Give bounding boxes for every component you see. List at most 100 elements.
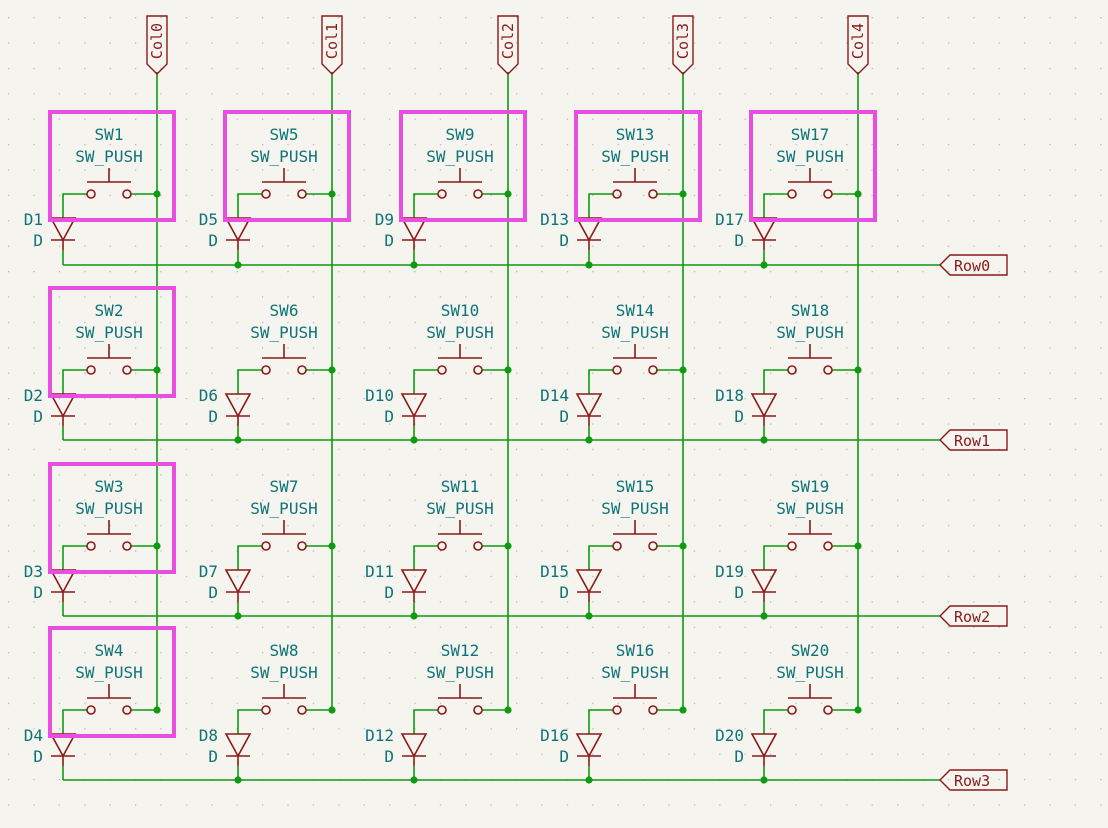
switch-contact[interactable] bbox=[122, 189, 132, 199]
diode-triangle[interactable] bbox=[400, 733, 428, 758]
switch-highlight-box[interactable] bbox=[48, 286, 176, 398]
switch-contact[interactable] bbox=[86, 541, 96, 551]
switch-to-diode-wire[interactable] bbox=[763, 193, 788, 218]
switch-contact[interactable] bbox=[648, 189, 658, 199]
switch-to-diode-wire[interactable] bbox=[413, 369, 438, 394]
switch-contact[interactable] bbox=[823, 705, 833, 715]
switch-highlight-box[interactable] bbox=[574, 110, 702, 222]
switch-contact[interactable] bbox=[86, 705, 96, 715]
switch-highlight-box[interactable] bbox=[749, 110, 877, 222]
switch-highlight-box[interactable] bbox=[399, 110, 527, 222]
switch-to-diode-wire[interactable] bbox=[413, 709, 438, 734]
switch-to-diode-wire[interactable] bbox=[413, 545, 438, 570]
switch-highlight-box[interactable] bbox=[48, 110, 176, 222]
switch-contact[interactable] bbox=[473, 189, 483, 199]
switch-contact[interactable] bbox=[437, 705, 447, 715]
switch-contact[interactable] bbox=[823, 541, 833, 551]
junction-dot bbox=[328, 706, 336, 714]
diode-triangle[interactable] bbox=[575, 393, 603, 418]
switch-contact[interactable] bbox=[297, 189, 307, 199]
switch-to-diode-wire[interactable] bbox=[763, 709, 788, 734]
switch-contact[interactable] bbox=[823, 365, 833, 375]
switch-value: SW_PUSH bbox=[426, 499, 493, 518]
switch-contact[interactable] bbox=[437, 541, 447, 551]
switch-contact[interactable] bbox=[437, 365, 447, 375]
diode-reference: D4 bbox=[24, 726, 43, 745]
switch-to-diode-wire[interactable] bbox=[588, 545, 613, 570]
switch-contact[interactable] bbox=[261, 365, 271, 375]
switch-contact[interactable] bbox=[261, 189, 271, 199]
column-net-label[interactable]: Col3 bbox=[672, 15, 694, 75]
diode-triangle[interactable] bbox=[400, 569, 428, 594]
switch-contact[interactable] bbox=[122, 365, 132, 375]
diode-triangle[interactable] bbox=[575, 733, 603, 758]
switch-to-diode-wire[interactable] bbox=[237, 545, 262, 570]
row-net-label[interactable]: Row1 bbox=[939, 429, 1008, 451]
switch-contact[interactable] bbox=[86, 365, 96, 375]
switch-contact[interactable] bbox=[297, 541, 307, 551]
switch-to-diode-wire[interactable] bbox=[237, 193, 262, 218]
switch-contact[interactable] bbox=[787, 705, 797, 715]
switch-to-diode-wire[interactable] bbox=[62, 545, 87, 570]
switch-contact[interactable] bbox=[612, 365, 622, 375]
switch-to-diode-wire[interactable] bbox=[413, 193, 438, 218]
switch-to-diode-wire[interactable] bbox=[62, 369, 87, 394]
switch-to-diode-wire[interactable] bbox=[237, 369, 262, 394]
row-net-label[interactable]: Row3 bbox=[939, 769, 1008, 791]
diode-triangle[interactable] bbox=[750, 733, 778, 758]
diode-triangle[interactable] bbox=[750, 393, 778, 418]
diode-triangle[interactable] bbox=[224, 569, 252, 594]
switch-to-diode-wire[interactable] bbox=[62, 709, 87, 734]
switch-contact[interactable] bbox=[648, 365, 658, 375]
row-net-label[interactable]: Row0 bbox=[939, 254, 1008, 276]
switch-contact[interactable] bbox=[297, 365, 307, 375]
diode-triangle[interactable] bbox=[400, 393, 428, 418]
diode-triangle[interactable] bbox=[750, 569, 778, 594]
junction-dot bbox=[854, 190, 862, 198]
switch-contact[interactable] bbox=[823, 189, 833, 199]
switch-contact[interactable] bbox=[473, 705, 483, 715]
switch-contact[interactable] bbox=[612, 541, 622, 551]
column-net-label[interactable]: Col2 bbox=[497, 15, 519, 75]
switch-to-diode-wire[interactable] bbox=[588, 193, 613, 218]
switch-contact[interactable] bbox=[612, 705, 622, 715]
column-net-label[interactable]: Col1 bbox=[321, 15, 343, 75]
junction-dot bbox=[760, 436, 768, 444]
switch-contact[interactable] bbox=[473, 541, 483, 551]
diode-triangle[interactable] bbox=[224, 733, 252, 758]
switch-to-diode-wire[interactable] bbox=[763, 545, 788, 570]
switch-contact[interactable] bbox=[86, 189, 96, 199]
switch-to-diode-wire[interactable] bbox=[763, 369, 788, 394]
switch-contact[interactable] bbox=[473, 365, 483, 375]
switch-highlight-box[interactable] bbox=[48, 462, 176, 574]
switch-contact[interactable] bbox=[122, 705, 132, 715]
switch-contact[interactable] bbox=[787, 189, 797, 199]
switch-contact[interactable] bbox=[297, 705, 307, 715]
switch-to-diode-wire[interactable] bbox=[588, 369, 613, 394]
switch-contact[interactable] bbox=[787, 365, 797, 375]
diode-triangle[interactable] bbox=[575, 569, 603, 594]
switch-to-diode-wire[interactable] bbox=[588, 709, 613, 734]
switch-to-diode-wire[interactable] bbox=[62, 193, 87, 218]
switch-contact[interactable] bbox=[787, 541, 797, 551]
diode-value: D bbox=[384, 747, 394, 766]
switch-highlight-box[interactable] bbox=[48, 626, 176, 738]
switch-contact[interactable] bbox=[648, 705, 658, 715]
switch-to-diode-wire[interactable] bbox=[237, 709, 262, 734]
switch-highlight-box[interactable] bbox=[223, 110, 351, 222]
column-net-label[interactable]: Col0 bbox=[146, 15, 168, 75]
row-label-text: Row3 bbox=[954, 772, 990, 790]
switch-contact[interactable] bbox=[122, 541, 132, 551]
switch-reference: SW6 bbox=[270, 301, 299, 320]
switch-contact[interactable] bbox=[261, 541, 271, 551]
row-net-label[interactable]: Row2 bbox=[939, 605, 1008, 627]
diode-triangle[interactable] bbox=[224, 393, 252, 418]
column-net-label[interactable]: Col4 bbox=[847, 15, 869, 75]
switch-contact[interactable] bbox=[437, 189, 447, 199]
switch-contact[interactable] bbox=[261, 705, 271, 715]
switch-contact[interactable] bbox=[612, 189, 622, 199]
switch-contact[interactable] bbox=[648, 541, 658, 551]
